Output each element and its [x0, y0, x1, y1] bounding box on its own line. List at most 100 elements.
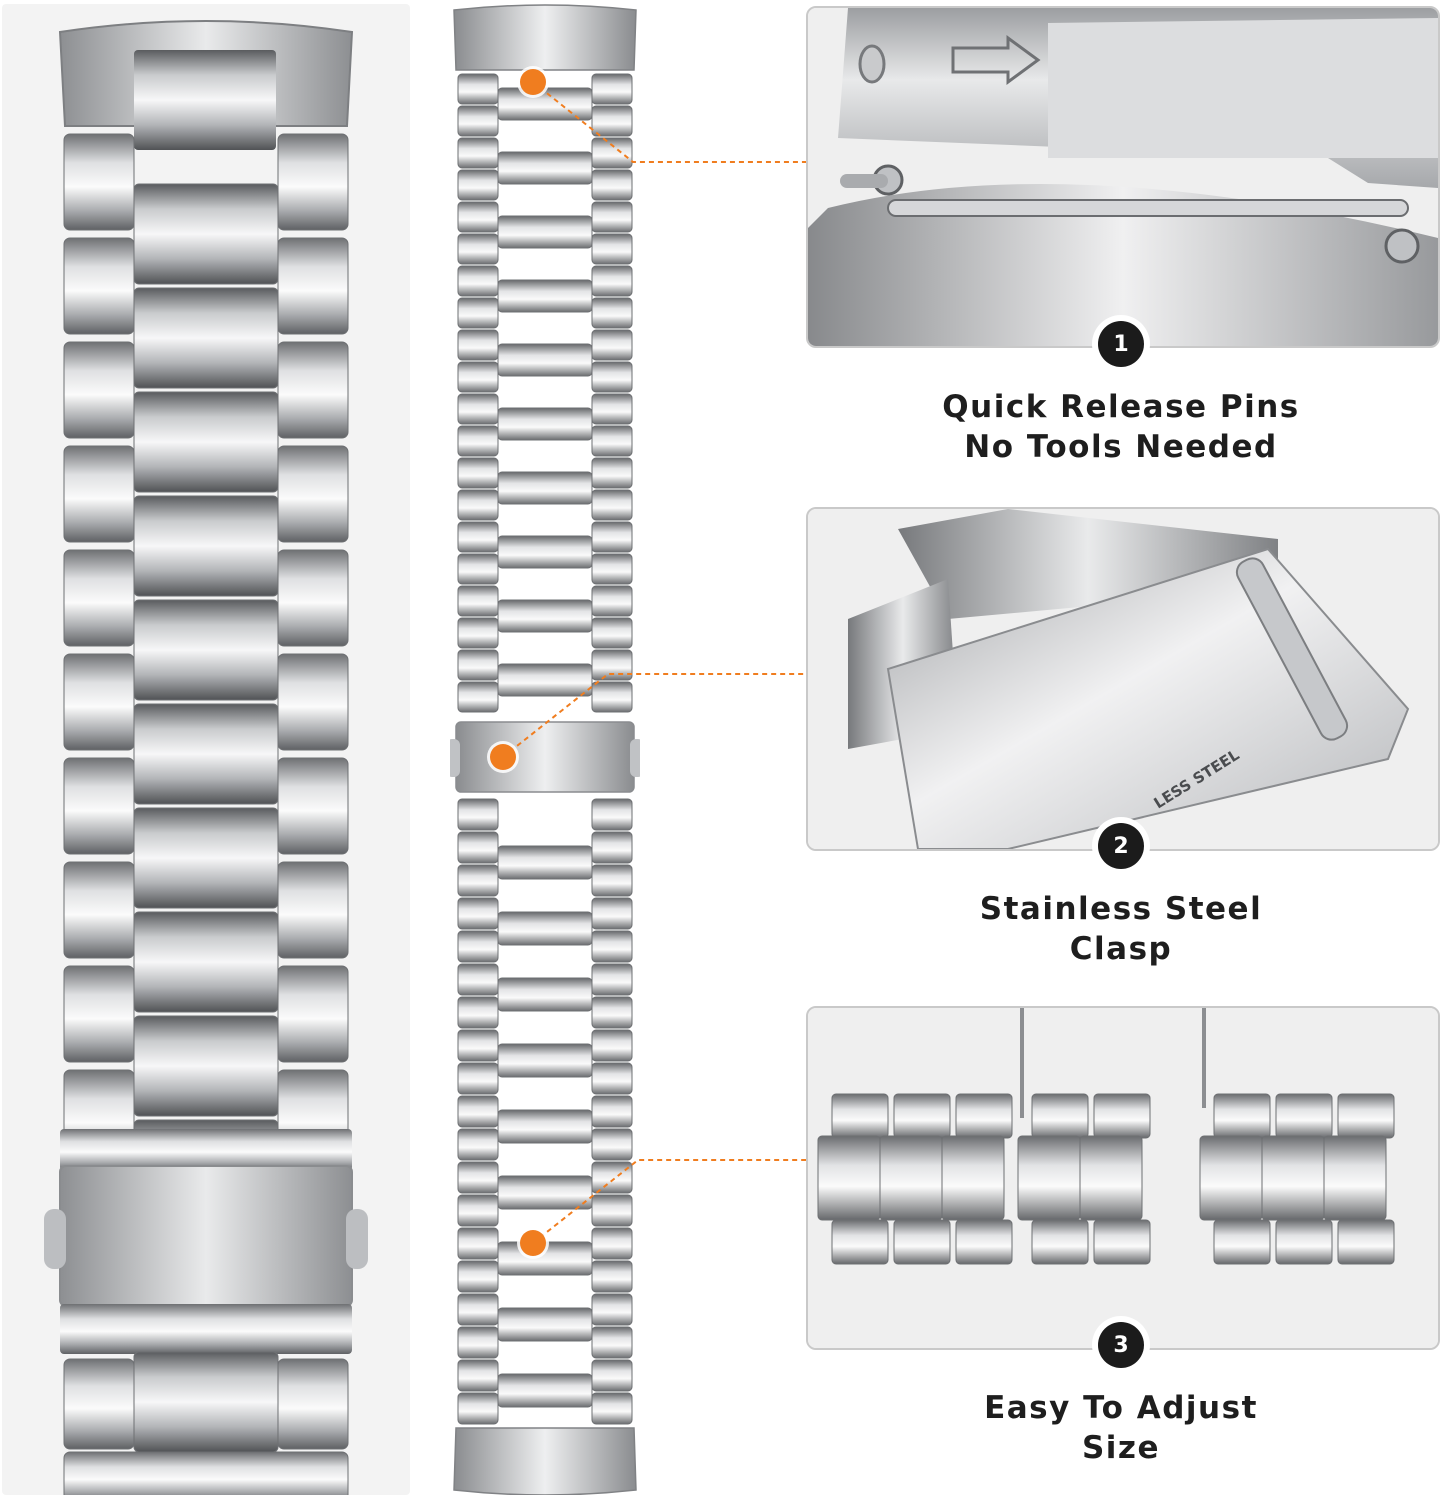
strap-link-outer [457, 233, 499, 265]
band-link-outer [277, 757, 349, 855]
strap-link-outer [591, 521, 633, 553]
adjust-link-top [1275, 1093, 1333, 1139]
feature-card-pins [806, 6, 1440, 348]
adjust-link-bottom [1213, 1219, 1271, 1265]
strap-link-outer [591, 1194, 633, 1227]
strap-link-outer [457, 489, 499, 521]
strap-link-outer [457, 1359, 499, 1392]
adjust-link-top [831, 1093, 889, 1139]
strap-link-outer [457, 137, 499, 169]
strap-link-outer [591, 996, 633, 1029]
strap-link-outer [457, 201, 499, 233]
band-link-outer [63, 1451, 349, 1495]
buckle-clasp-icon: LESS STEEL [808, 509, 1438, 849]
band-link-outer [277, 549, 349, 647]
feature-badge-2: 2 [1098, 823, 1144, 869]
adjust-link-middle [1079, 1135, 1143, 1221]
feature-title-2-line1: Stainless Steel [979, 891, 1263, 927]
band-link-center [133, 495, 279, 597]
adjust-link-middle [941, 1135, 1005, 1221]
strap-link-outer [591, 457, 633, 489]
adjust-link-bottom [955, 1219, 1013, 1265]
feature-caption-3: Easy To Adjust Size [806, 1388, 1436, 1468]
adjust-link-middle [879, 1135, 943, 1221]
adjust-link-bottom [1275, 1219, 1333, 1265]
strap-link-center [497, 977, 593, 1012]
strap-link-outer [591, 1359, 633, 1392]
band-link-center [133, 1351, 279, 1453]
strap-link-center [497, 663, 593, 697]
strap-link-outer [457, 1293, 499, 1326]
strap-link-outer [457, 617, 499, 649]
adjust-link-middle [1199, 1135, 1263, 1221]
feature-title-2-line2: Clasp [1069, 931, 1173, 967]
adjust-link-bottom [893, 1219, 951, 1265]
strap-link-outer [591, 831, 633, 864]
band-link-outer [277, 341, 349, 439]
feature-badge-1: 1 [1098, 321, 1144, 367]
band-link-outer [277, 445, 349, 543]
strap-link-center [497, 1109, 593, 1144]
strap-link-center [497, 471, 593, 505]
strap-link-center [497, 911, 593, 946]
band-link-outer [277, 861, 349, 959]
strap-link-center [497, 279, 593, 313]
adjust-link-top [1093, 1093, 1151, 1139]
strap-link-outer [457, 1326, 499, 1359]
strap-link-outer [591, 265, 633, 297]
strap-link-outer [591, 617, 633, 649]
strap-link-center [497, 343, 593, 377]
band-closeup-illustration [44, 20, 368, 1495]
feature-card-clasp: LESS STEEL [806, 507, 1440, 851]
adjust-link-top [955, 1093, 1013, 1139]
band-link-outer [63, 861, 135, 959]
strap-link-outer [591, 73, 633, 105]
full-strap [446, 4, 644, 1496]
adjust-link-bottom [831, 1219, 889, 1265]
feature-title-3-line2: Size [1081, 1430, 1161, 1466]
strap-link-outer [457, 1062, 499, 1095]
strap-link-outer [457, 1128, 499, 1161]
strap-link-outer [591, 425, 633, 457]
strap-link-outer [591, 297, 633, 329]
strap-link-outer [457, 1392, 499, 1425]
removable-links-icon [808, 1008, 1438, 1348]
band-link-outer [63, 341, 135, 439]
full-strap-illustration [446, 4, 644, 1496]
strap-link-outer [591, 1095, 633, 1128]
band-closeup-panel [2, 4, 410, 1495]
strap-link-outer [591, 1326, 633, 1359]
band-link-outer [63, 653, 135, 751]
strap-link-outer [591, 393, 633, 425]
strap-link-outer [591, 105, 633, 137]
strap-link-outer [591, 489, 633, 521]
strap-link-outer [457, 930, 499, 963]
adjust-link-middle [1323, 1135, 1387, 1221]
feature-badge-3: 3 [1098, 1322, 1144, 1368]
feature-card-links [806, 1006, 1440, 1350]
strap-link-center [497, 845, 593, 880]
strap-link-outer [457, 963, 499, 996]
strap-link-outer [591, 681, 633, 713]
strap-link-center [497, 1175, 593, 1210]
strap-link-center [497, 151, 593, 185]
feature-caption-2: Stainless Steel Clasp [806, 889, 1436, 969]
strap-link-outer [591, 930, 633, 963]
strap-link-outer [457, 425, 499, 457]
strap-link-outer [591, 361, 633, 393]
strap-link-outer [591, 1227, 633, 1260]
strap-link-outer [457, 649, 499, 681]
band-link-outer [277, 965, 349, 1063]
strap-link-outer [457, 457, 499, 489]
adjust-link-top [1213, 1093, 1271, 1139]
quick-release-pin-icon [808, 8, 1438, 346]
band-link-outer [277, 133, 349, 231]
adjust-link-bottom [1031, 1219, 1089, 1265]
strap-link-outer [457, 831, 499, 864]
strap-link-outer [457, 105, 499, 137]
strap-link-outer [457, 1029, 499, 1062]
strap-link-center [497, 1373, 593, 1408]
strap-link-outer [591, 169, 633, 201]
band-link-outer [277, 237, 349, 335]
band-link-center [133, 391, 279, 493]
